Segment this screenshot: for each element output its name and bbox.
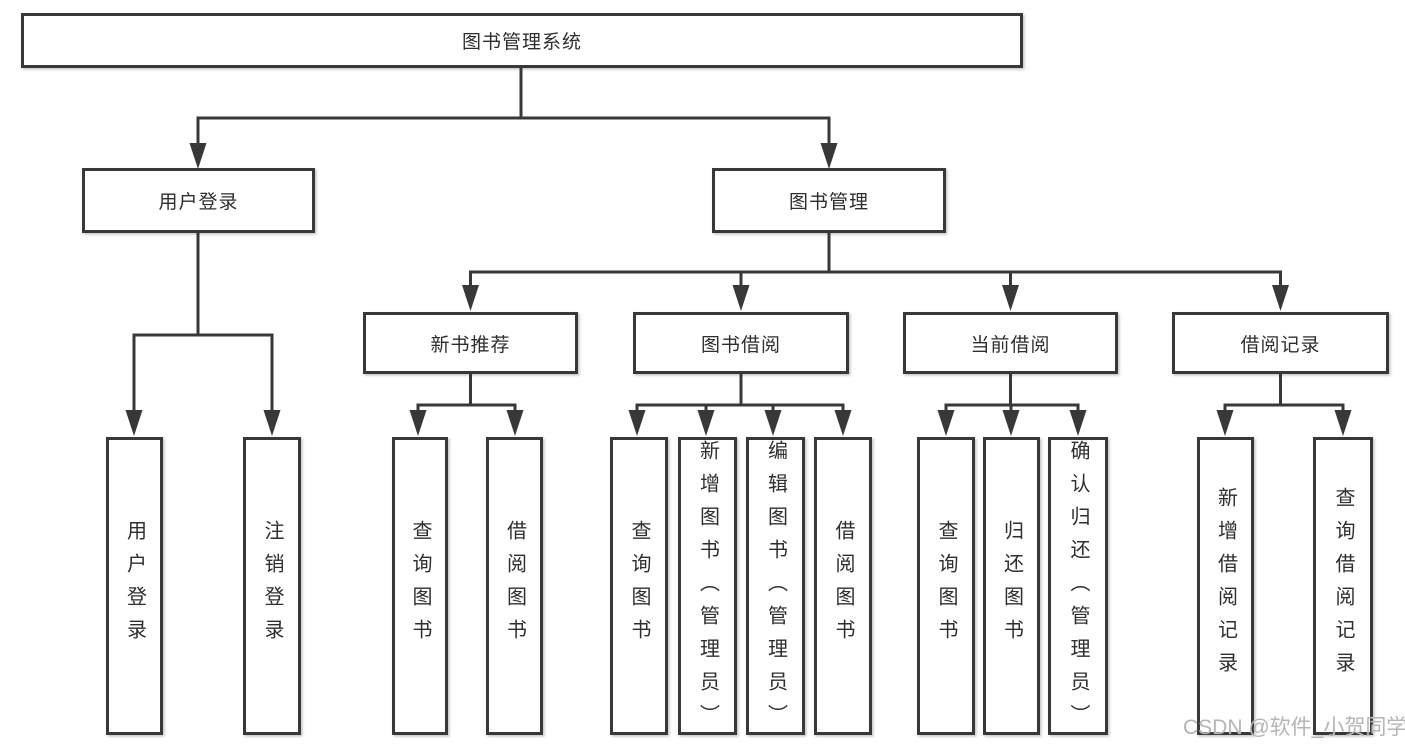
node-current-borrowing: 当前借阅 [903,312,1118,374]
node-label: 查询图书 [409,520,431,652]
node-label: 新增借阅记录 [1214,487,1237,685]
node-label: 注销登录 [261,520,283,652]
connector-user-login-to-leaves [125,231,281,436]
node-label: 图书管理 [788,192,869,213]
leaf-query-books-recommendation: 查询图书 [392,437,448,735]
node-label: 图书借阅 [700,334,781,356]
connector-root-to-level2 [189,66,838,169]
node-label: 查询图书 [628,520,650,652]
node-label: 用户登录 [123,520,146,652]
node-label: 编辑图书（管理员） [764,440,787,737]
connector-borrowing-records-to-leaves [1216,372,1352,436]
node-label: 新书推荐 [430,334,511,356]
leaf-logout: 注销登录 [243,437,301,735]
node-label: 图书管理系统 [461,32,582,53]
leaf-query-borrowing-record: 查询借阅记录 [1313,437,1373,735]
connector-current-borrowing-to-leaves [937,372,1087,436]
leaf-add-books-admin: 新增图书（管理员） [678,437,737,737]
leaf-return-books: 归还图书 [983,437,1040,735]
node-label: 借阅图书 [503,520,526,652]
node-user-login: 用户登录 [82,168,315,233]
node-label: 新增图书（管理员） [696,440,719,737]
connector-new-book-recommendation-to-leaves [409,372,524,436]
leaf-borrow-books-recommendation: 借阅图书 [486,437,543,735]
node-label: 归还图书 [1000,520,1023,652]
connector-book-management-to-level3 [462,231,1289,311]
leaf-edit-books-admin: 编辑图书（管理员） [746,437,805,737]
leaf-confirm-return-admin: 确认归还（管理员） [1048,437,1108,737]
node-label: 用户登录 [158,192,239,213]
node-label: 借阅记录 [1240,334,1321,356]
node-new-book-recommendation: 新书推荐 [363,312,578,374]
leaf-borrow-books: 借阅图书 [814,437,872,735]
node-label: 确认归还（管理员） [1067,440,1089,737]
leaf-user-login: 用户登录 [106,437,163,735]
node-book-borrowing: 图书借阅 [633,312,849,374]
node-label: 查询借阅记录 [1332,487,1354,685]
leaf-query-books-borrowing: 查询图书 [610,437,668,735]
node-borrowing-records: 借阅记录 [1172,312,1389,374]
leaf-query-books-current: 查询图书 [917,437,975,735]
connector-book-borrowing-to-leaves [628,372,852,436]
node-library-management-system: 图书管理系统 [21,13,1023,68]
leaf-add-borrowing-record: 新增借阅记录 [1197,437,1254,735]
node-book-management: 图书管理 [712,168,946,233]
csdn-watermark: CSDN @软件_小贺同学 [1183,716,1405,739]
node-label: 查询图书 [935,520,957,652]
node-label: 当前借阅 [970,334,1051,356]
node-label: 借阅图书 [832,520,854,652]
